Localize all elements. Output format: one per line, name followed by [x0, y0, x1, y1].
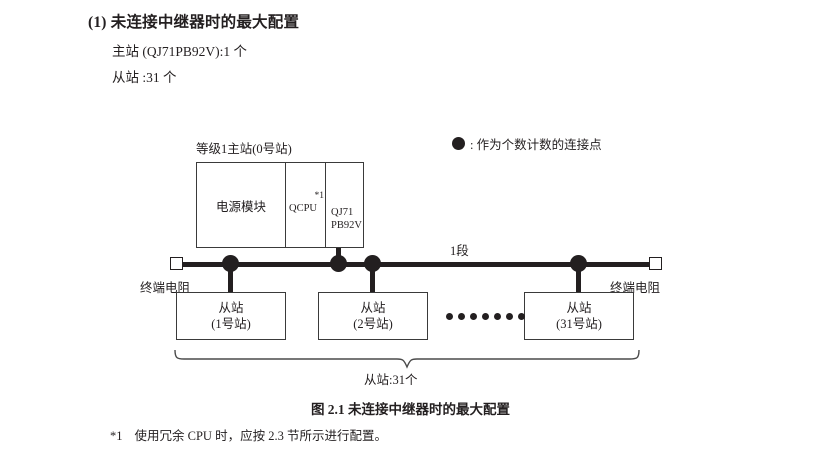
filled-circle-icon: [452, 137, 465, 150]
module-cell-power-supply: 电源模块: [197, 163, 285, 247]
slave-station-box-31: 从站 (31号站): [524, 292, 634, 340]
slave-station-number-1: (1号站): [211, 317, 251, 331]
slave-title-31: 从站: [566, 300, 592, 315]
ellipsis-dot: [506, 313, 513, 320]
footnote-text: 使用冗余 CPU 时，应按 2.3 节所示进行配置。: [134, 429, 387, 443]
master-station-caption: 等级1主站(0号站): [196, 142, 292, 156]
module-cell-qj71pb92v: QJ71 PB92V: [325, 163, 363, 247]
segment-label: 1段: [450, 244, 469, 258]
drop-line-slave-31: [576, 264, 581, 294]
ellipsis-dot: [446, 313, 453, 320]
footnote-marker-icon: *1: [314, 191, 325, 201]
figure-caption: 图 2.1 未连接中继器时的最大配置: [310, 402, 511, 417]
connection-node-slave-31: [570, 255, 587, 272]
module-label-qj71pb92v-line2: PB92V: [331, 220, 362, 231]
footnote-mark: *1: [110, 429, 123, 443]
slave-station-box-1: 从站 (1号站): [176, 292, 286, 340]
slave-station-number-2: (2号站): [353, 317, 393, 331]
footnote: *1 使用冗余 CPU 时，应按 2.3 节所示进行配置。: [110, 425, 387, 444]
slave-title-2: 从站: [360, 300, 386, 315]
terminator-label-right: 终端电阻: [610, 281, 661, 295]
module-label-power-supply: 电源模块: [215, 199, 266, 214]
ellipsis-dot: [482, 313, 489, 320]
terminator-label-left: 终端电阻: [140, 281, 191, 295]
section-heading: (1) 未连接中继器时的最大配置: [88, 14, 300, 31]
bus-trunk-line: [178, 262, 654, 267]
slave-title-1: 从站: [218, 300, 244, 315]
ellipsis-dots: [446, 313, 525, 320]
connection-node-slave-2: [364, 255, 381, 272]
legend: : 作为个数计数的连接点: [452, 134, 602, 153]
ellipsis-dot: [494, 313, 501, 320]
slave-station-box-2: 从站 (2号站): [318, 292, 428, 340]
connection-node-master: [330, 255, 347, 272]
ellipsis-dot: [518, 313, 525, 320]
spec-slave-count: 从站 :31 个: [112, 70, 177, 85]
slave-group-brace: [174, 349, 640, 369]
drop-line-slave-2: [370, 264, 375, 294]
legend-text: : 作为个数计数的连接点: [470, 138, 602, 152]
connection-node-slave-1: [222, 255, 239, 272]
drop-line-slave-1: [228, 264, 233, 294]
module-cell-qcpu: *1 QCPU: [285, 163, 325, 247]
spec-master-count: 主站 (QJ71PB92V):1 个: [112, 44, 248, 59]
ellipsis-dot: [470, 313, 477, 320]
master-station-block: 电源模块 *1 QCPU QJ71 PB92V: [196, 162, 364, 248]
terminator-resistor-left-icon: [170, 257, 183, 270]
module-label-qcpu: QCPU: [289, 203, 318, 214]
module-label-qj71pb92v-line1: QJ71: [331, 206, 354, 218]
slave-group-label: 从站:31个: [364, 373, 418, 387]
ellipsis-dot: [458, 313, 465, 320]
slave-station-number-31: (31号站): [556, 317, 602, 331]
terminator-resistor-right-icon: [649, 257, 662, 270]
